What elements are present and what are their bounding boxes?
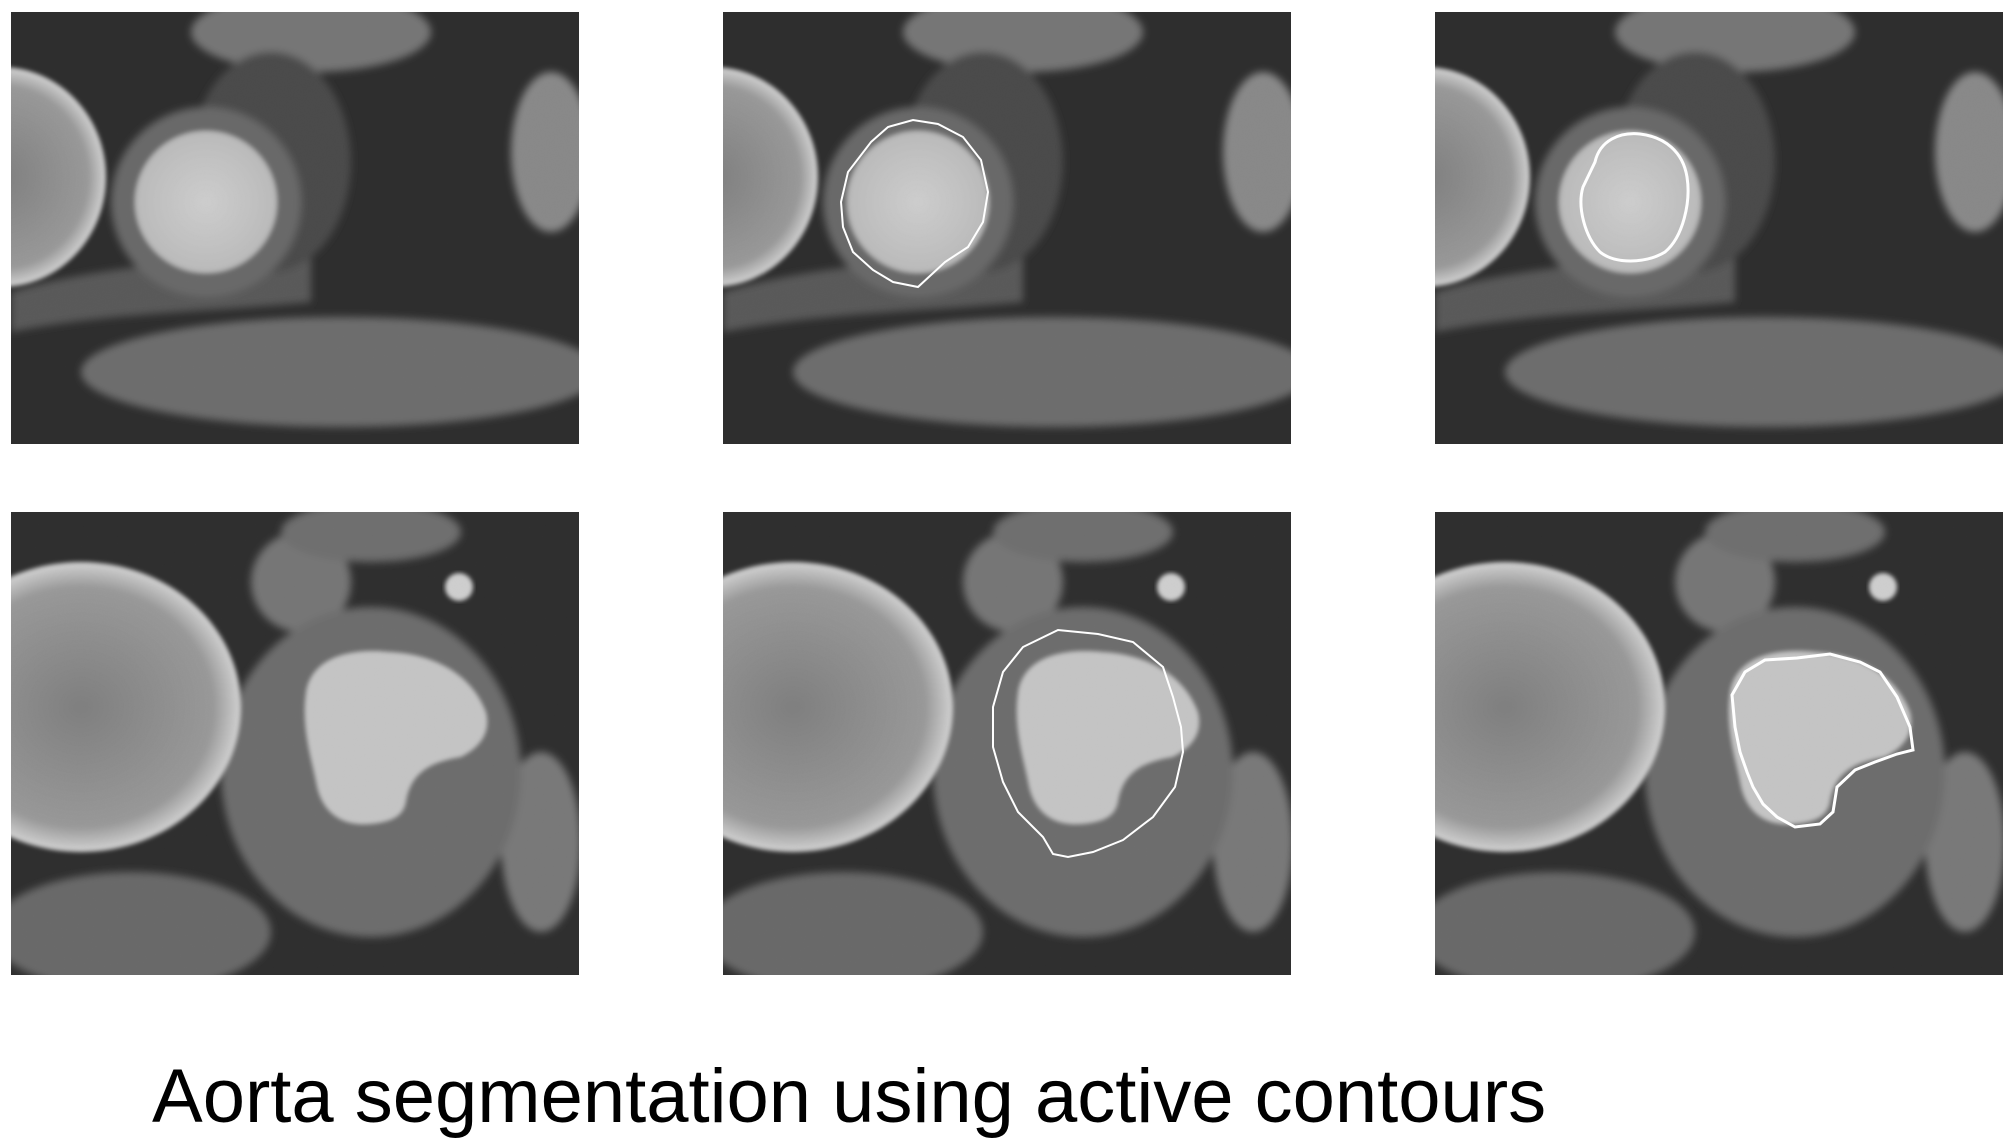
top-original-scan [11, 12, 579, 444]
ct-scan-image [723, 12, 1291, 444]
final-contour [1579, 132, 1690, 263]
bottom-final-contour-scan [1435, 512, 2003, 975]
initial-contour [839, 118, 990, 289]
ct-scan-image [723, 512, 1291, 975]
initial-contour [992, 628, 1185, 859]
figure-caption: Aorta segmentation using active contours [152, 1054, 1547, 1139]
bottom-original-scan [11, 512, 579, 975]
top-initial-contour-scan [723, 12, 1291, 444]
final-contour [1730, 652, 1915, 829]
ct-scan-image [11, 512, 579, 975]
top-final-contour-scan [1435, 12, 2003, 444]
ct-scan-image [1435, 512, 2003, 975]
ct-scan-image [1435, 12, 2003, 444]
ct-scan-image [11, 12, 579, 444]
bottom-initial-contour-scan [723, 512, 1291, 975]
